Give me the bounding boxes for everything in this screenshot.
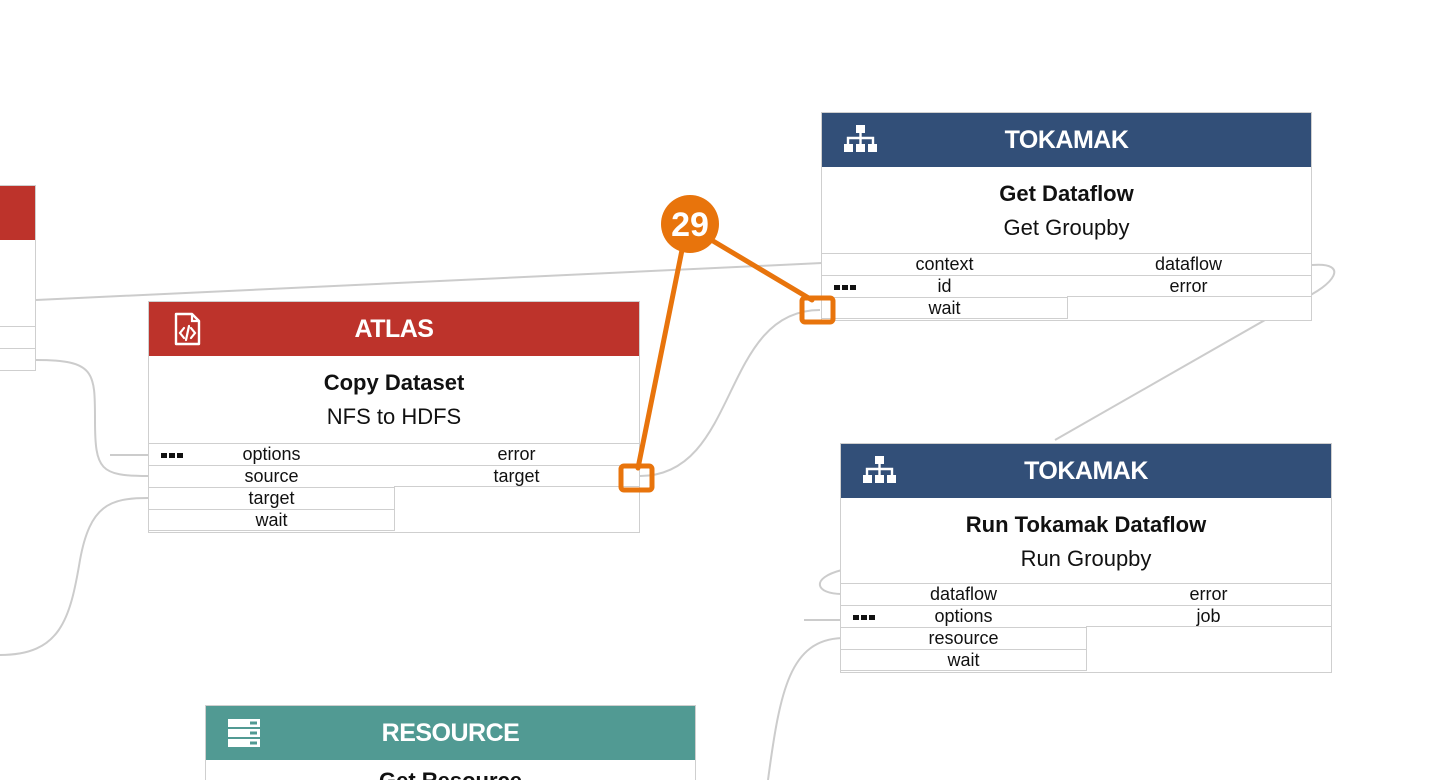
port-label: context — [915, 254, 974, 274]
wire-left-to-context — [35, 262, 823, 301]
port-divider — [0, 348, 35, 349]
node-header: ATLAS — [149, 302, 639, 356]
node-subtitle: Run Groupby — [1020, 546, 1152, 571]
wire-run-dataflow-in — [818, 569, 843, 595]
partial-node-left[interactable] — [0, 185, 36, 371]
output-port-dataflow[interactable]: dataflow — [1066, 253, 1311, 275]
port-label: resource — [928, 628, 999, 648]
wire-run-resource-in — [767, 637, 843, 780]
output-ports: error job — [1086, 583, 1331, 627]
port-label: job — [1196, 606, 1221, 626]
node-header: TOKAMAK — [822, 113, 1311, 167]
input-port-context[interactable]: context — [822, 253, 1068, 275]
partial-node-header — [0, 186, 35, 240]
more-options-icon[interactable] — [853, 606, 877, 627]
output-port-job[interactable]: job — [1086, 605, 1331, 627]
node-get-resource[interactable]: RESOURCE Get Resource — [205, 705, 696, 780]
port-label: source — [244, 466, 299, 486]
node-category: ATLAS — [354, 314, 434, 343]
input-port-options[interactable]: options — [149, 443, 395, 465]
server-icon — [226, 715, 262, 751]
input-ports: dataflow options resource wait — [841, 583, 1087, 671]
input-port-resource[interactable]: resource — [841, 627, 1087, 649]
input-ports: options source target wait — [149, 443, 395, 531]
more-options-icon[interactable] — [161, 444, 185, 465]
port-divider — [0, 326, 35, 327]
port-label: id — [937, 276, 952, 296]
input-port-dataflow[interactable]: dataflow — [841, 583, 1087, 605]
port-label: target — [493, 466, 540, 486]
node-copy-dataset[interactable]: ATLAS Copy Dataset NFS to HDFS options s… — [148, 301, 640, 533]
input-port-id[interactable]: id — [822, 275, 1068, 297]
port-label: wait — [255, 510, 288, 530]
input-port-wait[interactable]: wait — [841, 649, 1087, 671]
code-file-icon — [169, 311, 205, 347]
sitemap-icon — [842, 122, 878, 158]
node-subtitle: Get Groupby — [1003, 215, 1130, 240]
node-get-dataflow[interactable]: TOKAMAK Get Dataflow Get Groupby context… — [821, 112, 1312, 321]
node-subtitle: NFS to HDFS — [326, 404, 462, 429]
output-ports: error target — [394, 443, 639, 487]
input-ports: context id wait — [822, 253, 1068, 319]
port-label: dataflow — [1154, 254, 1223, 274]
port-label: wait — [947, 650, 980, 670]
port-label: error — [497, 444, 536, 464]
node-category: RESOURCE — [381, 718, 520, 747]
input-port-target[interactable]: target — [149, 487, 395, 509]
more-options-icon[interactable] — [834, 276, 858, 297]
input-port-wait[interactable]: wait — [149, 509, 395, 531]
port-label: dataflow — [929, 584, 998, 604]
output-port-error[interactable]: error — [1086, 583, 1331, 605]
node-title: Run Tokamak Dataflow — [965, 512, 1207, 537]
port-label: target — [248, 488, 295, 508]
input-port-wait[interactable]: wait — [822, 297, 1068, 319]
node-title: Get Resource — [206, 768, 695, 780]
node-title: Get Dataflow — [999, 181, 1134, 206]
output-ports: dataflow error — [1066, 253, 1311, 297]
output-port-error[interactable]: error — [394, 443, 639, 465]
node-title: Copy Dataset — [323, 370, 465, 395]
output-port-target[interactable]: target — [394, 465, 639, 487]
node-header: TOKAMAK — [841, 444, 1331, 498]
node-category: TOKAMAK — [1024, 456, 1148, 485]
input-port-options[interactable]: options — [841, 605, 1087, 627]
port-label: wait — [928, 298, 961, 318]
node-category: TOKAMAK — [1004, 125, 1129, 154]
node-header: RESOURCE — [206, 706, 695, 760]
wire-target-to-wait — [639, 309, 821, 477]
wire-left-to-source — [35, 359, 149, 477]
sitemap-icon — [861, 453, 897, 489]
port-label: error — [1169, 276, 1208, 296]
node-run-tokamak-dataflow[interactable]: TOKAMAK Run Tokamak Dataflow Run Groupby… — [840, 443, 1332, 673]
port-label: options — [242, 444, 301, 464]
port-label: options — [934, 606, 993, 626]
port-label: error — [1189, 584, 1228, 604]
output-port-error[interactable]: error — [1066, 275, 1311, 297]
input-port-source[interactable]: source — [149, 465, 395, 487]
wire-lower-to-target — [0, 497, 149, 656]
